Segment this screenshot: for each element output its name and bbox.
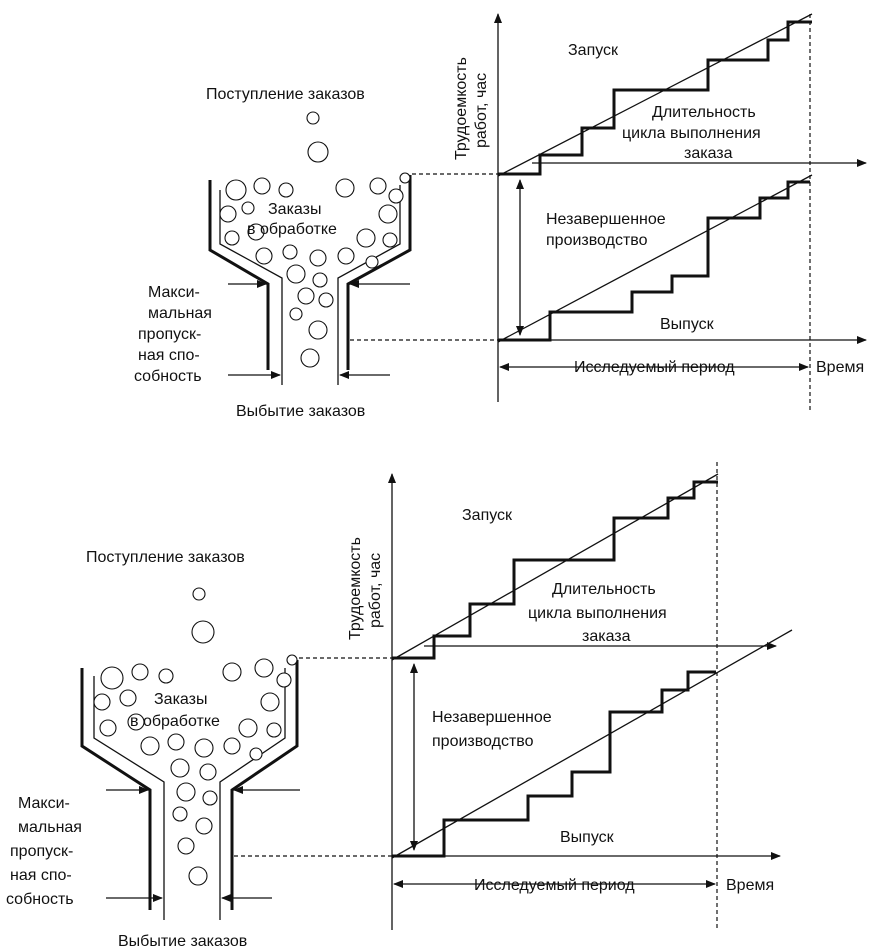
- bottom-funnel: [80, 587, 392, 920]
- svg-text:работ, час: работ, час: [367, 553, 384, 628]
- bottom-order-bubbles: [93, 587, 298, 886]
- bottom-arrivals-label: Поступление заказов: [86, 549, 245, 566]
- top-launch-trend: [497, 13, 813, 177]
- top-capacity-label-line3: пропуск-: [138, 326, 201, 343]
- bottom-output-trend: [391, 629, 793, 859]
- top-capacity-label-line4: ная спо-: [138, 347, 200, 364]
- top-launch-label: Запуск: [568, 42, 619, 59]
- top-capacity-label-line2: мальная: [148, 305, 212, 322]
- bottom-capacity-label-line3: пропуск-: [10, 843, 73, 860]
- top-time-label: Время: [816, 359, 864, 376]
- bottom-launch-staircase: [392, 480, 718, 660]
- top-output-staircase: [498, 180, 810, 342]
- svg-text:Трудоемкость: Трудоемкость: [453, 57, 470, 160]
- top-period-label: Исследуемый период: [574, 359, 735, 376]
- top-capacity-label-line5: собность: [134, 368, 202, 385]
- svg-text:Трудоемкость: Трудоемкость: [347, 537, 364, 640]
- bottom-cycle-label-line2: цикла выполнения: [528, 605, 667, 622]
- top-departures-label: Выбытие заказов: [236, 403, 365, 420]
- bottom-capacity-label-line4: ная спо-: [10, 867, 72, 884]
- top-diagram: Поступление заказов Заказы в обработке М…: [134, 13, 867, 420]
- top-cycle-label-line2: цикла выполнения: [622, 125, 761, 142]
- top-wip-chart-label-line1: Незавершенное: [546, 211, 666, 228]
- top-wip-label-line2: в обработке: [247, 221, 337, 238]
- top-launch-staircase: [498, 20, 812, 176]
- top-y-axis-label: Трудоемкость работ, час: [453, 57, 490, 160]
- svg-text:работ, час: работ, час: [473, 73, 490, 148]
- top-wip-chart-label-line2: производство: [546, 232, 648, 249]
- bottom-launch-label: Запуск: [462, 507, 513, 524]
- bottom-capacity-label-line1: Макси-: [18, 795, 70, 812]
- bottom-wip-label-line1: Заказы: [154, 691, 207, 708]
- top-wip-label-line1: Заказы: [268, 201, 321, 218]
- bottom-launch-trend: [391, 473, 719, 661]
- bottom-cycle-label-line3: заказа: [582, 628, 631, 645]
- top-arrivals-label: Поступление заказов: [206, 86, 365, 103]
- bottom-capacity-label-line2: мальная: [18, 819, 82, 836]
- top-output-trend: [497, 174, 813, 343]
- bottom-time-label: Время: [726, 877, 774, 894]
- bottom-wip-label-line2: в обработке: [130, 713, 220, 730]
- top-cycle-label-line1: Длительность: [652, 104, 756, 121]
- top-order-bubbles: [219, 111, 411, 368]
- top-capacity-label-line1: Макси-: [148, 284, 200, 301]
- top-output-label: Выпуск: [660, 316, 715, 333]
- top-cycle-label-line3: заказа: [684, 145, 733, 162]
- top-funnel: [208, 111, 498, 385]
- bottom-output-staircase: [392, 670, 716, 858]
- bottom-diagram: Поступление заказов Заказы в обработке М…: [6, 462, 793, 948]
- bottom-output-label: Выпуск: [560, 829, 615, 846]
- bottom-cycle-label-line1: Длительность: [552, 581, 656, 598]
- bottom-capacity-label-line5: собность: [6, 891, 74, 908]
- bottom-y-axis-label: Трудоемкость работ, час: [347, 537, 384, 640]
- bottom-departures-label: Выбытие заказов: [118, 933, 247, 948]
- bottom-wip-chart-label-line2: производство: [432, 733, 534, 750]
- bottom-period-label: Исследуемый период: [474, 877, 635, 894]
- bottom-wip-chart-label-line1: Незавершенное: [432, 709, 552, 726]
